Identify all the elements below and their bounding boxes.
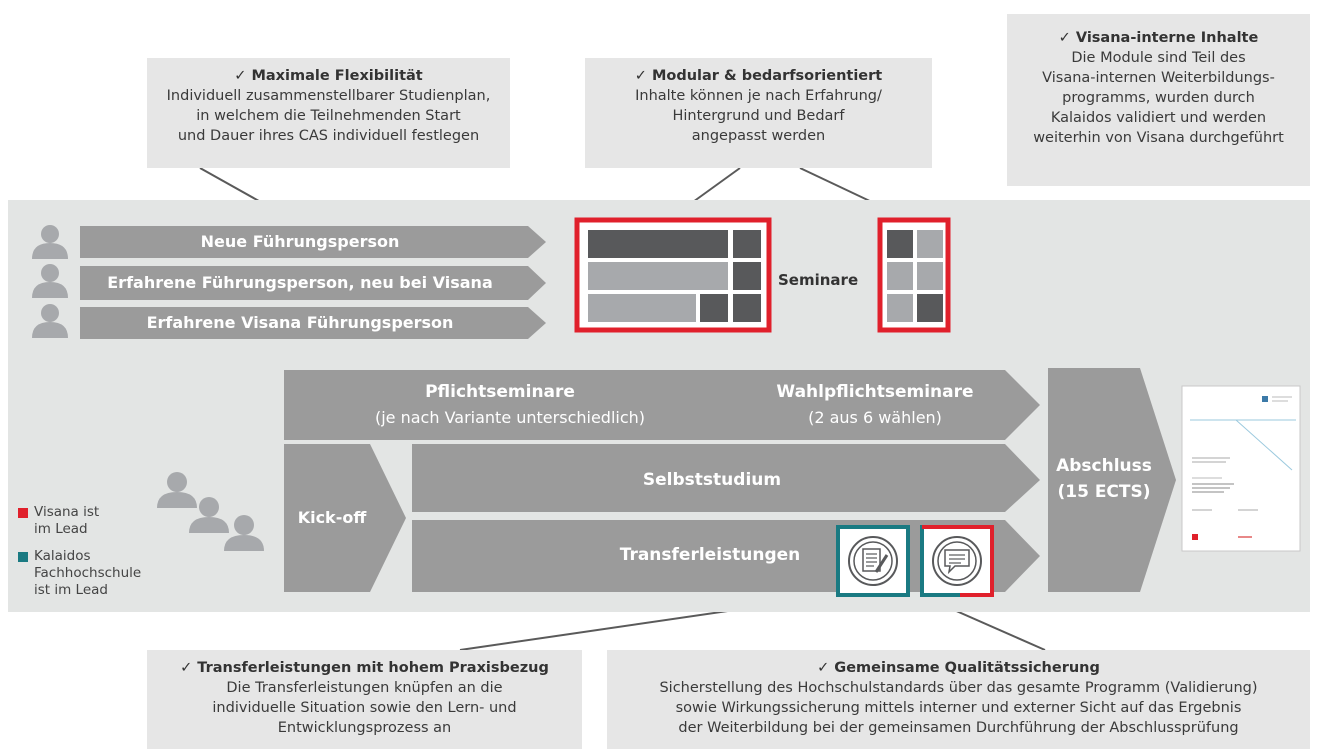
certificate-image (1181, 385, 1301, 552)
callout-text: individuelle Situation sowie den Lern- u… (212, 700, 517, 716)
person-icon (189, 497, 229, 533)
callout-title: ✓ Maximale Flexibilität (234, 68, 423, 84)
abschluss-line-2: (15 ECTS) (1057, 482, 1151, 502)
abschluss-line-1: Abschluss (1056, 456, 1152, 476)
callout-quality: ✓ Gemeinsame Qualitätssicherung Sicherst… (607, 650, 1310, 749)
callout-text: sowie Wirkungssicherung mittels interner… (675, 700, 1242, 716)
callout-text: programms, wurden durch (1062, 90, 1255, 106)
callout-text: Sicherstellung des Hochschulstandards üb… (659, 680, 1258, 696)
track-arrow-new (80, 226, 546, 258)
pflicht-subtitle: (je nach Variante unterschiedlich) (374, 408, 646, 427)
legend-text: im Lead (34, 521, 88, 537)
person-icon (32, 225, 68, 259)
callout-title: ✓ Transferleistungen mit hohem Praxisbez… (180, 660, 549, 676)
transferleistungen-label: Transferleistungen (619, 545, 801, 565)
selbststudium-label: Selbststudium (642, 470, 782, 490)
legend-text: Kalaidos (34, 548, 91, 564)
callout-title: ✓ Visana-interne Inhalte (1058, 30, 1259, 46)
callout-text: der Weiterbildung bei der gemeinsamen Du… (678, 720, 1239, 736)
legend-teal-square (18, 552, 28, 562)
kickoff-arrow (284, 444, 406, 592)
callout-text: Die Module sind Teil des (1071, 50, 1246, 66)
document-pen-icon (836, 525, 910, 597)
wahl-title: Wahlpflichtseminare (776, 382, 974, 402)
legend-text: Visana ist (34, 504, 100, 520)
callout-intern: ✓ Visana-interne Inhalte Die Module sind… (1007, 14, 1310, 186)
track-arrow-experienced (80, 307, 546, 339)
pflicht-title: Pflichtseminare (425, 382, 575, 402)
callout-text: Visana-internen Weiterbildungs- (1042, 70, 1275, 86)
callout-text: angepasst werden (691, 128, 826, 144)
wahl-subtitle: (2 aus 6 wählen) (808, 408, 942, 427)
callout-title: ✓ Gemeinsame Qualitätssicherung (817, 660, 1100, 676)
legend-text: ist im Lead (34, 582, 108, 598)
callout-text: Hintergrund und Bedarf (672, 108, 845, 124)
legend-red-square (18, 508, 28, 518)
callout-text: weiterhin von Visana durchgeführt (1033, 130, 1284, 146)
wahl-seminar-grid (877, 217, 951, 333)
speech-bubble-icon (920, 525, 994, 597)
pflicht-seminar-grid (574, 217, 772, 333)
callout-text: Inhalte können je nach Erfahrung/ (635, 88, 882, 104)
callout-title: ✓ Modular & bedarfsorientiert (634, 68, 883, 84)
callout-transfer: ✓ Transferleistungen mit hohem Praxisbez… (147, 650, 582, 749)
callout-text: und Dauer ihres CAS individuell festlege… (177, 128, 480, 144)
person-icon (224, 515, 264, 551)
track-arrow-experienced-new (80, 266, 546, 300)
kickoff-label: Kick-off (297, 508, 367, 527)
callout-text: Kalaidos validiert und werden (1050, 110, 1267, 126)
callout-text: Die Transferleistungen knüpfen an die (226, 680, 503, 696)
selbst-arrow (412, 444, 1040, 512)
track-label-experienced: Erfahrene Visana Führungsperson (146, 313, 454, 332)
legend-kalaidos: Kalaidos Fachhochschule ist im Lead (34, 548, 141, 599)
callout-modular: ✓ Modular & bedarfsorientiert Inhalte kö… (585, 58, 932, 168)
callout-text: Entwicklungsprozess an (277, 720, 452, 736)
pflicht-arrow (284, 370, 1040, 440)
callout-flexibility: ✓ Maximale Flexibilität Individuell zusa… (147, 58, 510, 168)
track-label-experienced-new: Erfahrene Führungsperson, neu bei Visana (107, 273, 493, 292)
person-icon (32, 264, 68, 298)
callout-text: Individuell zusammenstellbarer Studienpl… (166, 88, 491, 104)
person-icon (32, 304, 68, 338)
legend-text: Fachhochschule (34, 565, 142, 581)
seminare-label: Seminare (778, 271, 859, 289)
track-label-new: Neue Führungsperson (200, 232, 400, 251)
callout-text: in welchem die Teilnehmenden Start (196, 108, 461, 124)
person-icon (157, 472, 197, 508)
abschluss-arrow (1048, 368, 1176, 592)
legend-visana: Visana ist im Lead (34, 504, 99, 538)
